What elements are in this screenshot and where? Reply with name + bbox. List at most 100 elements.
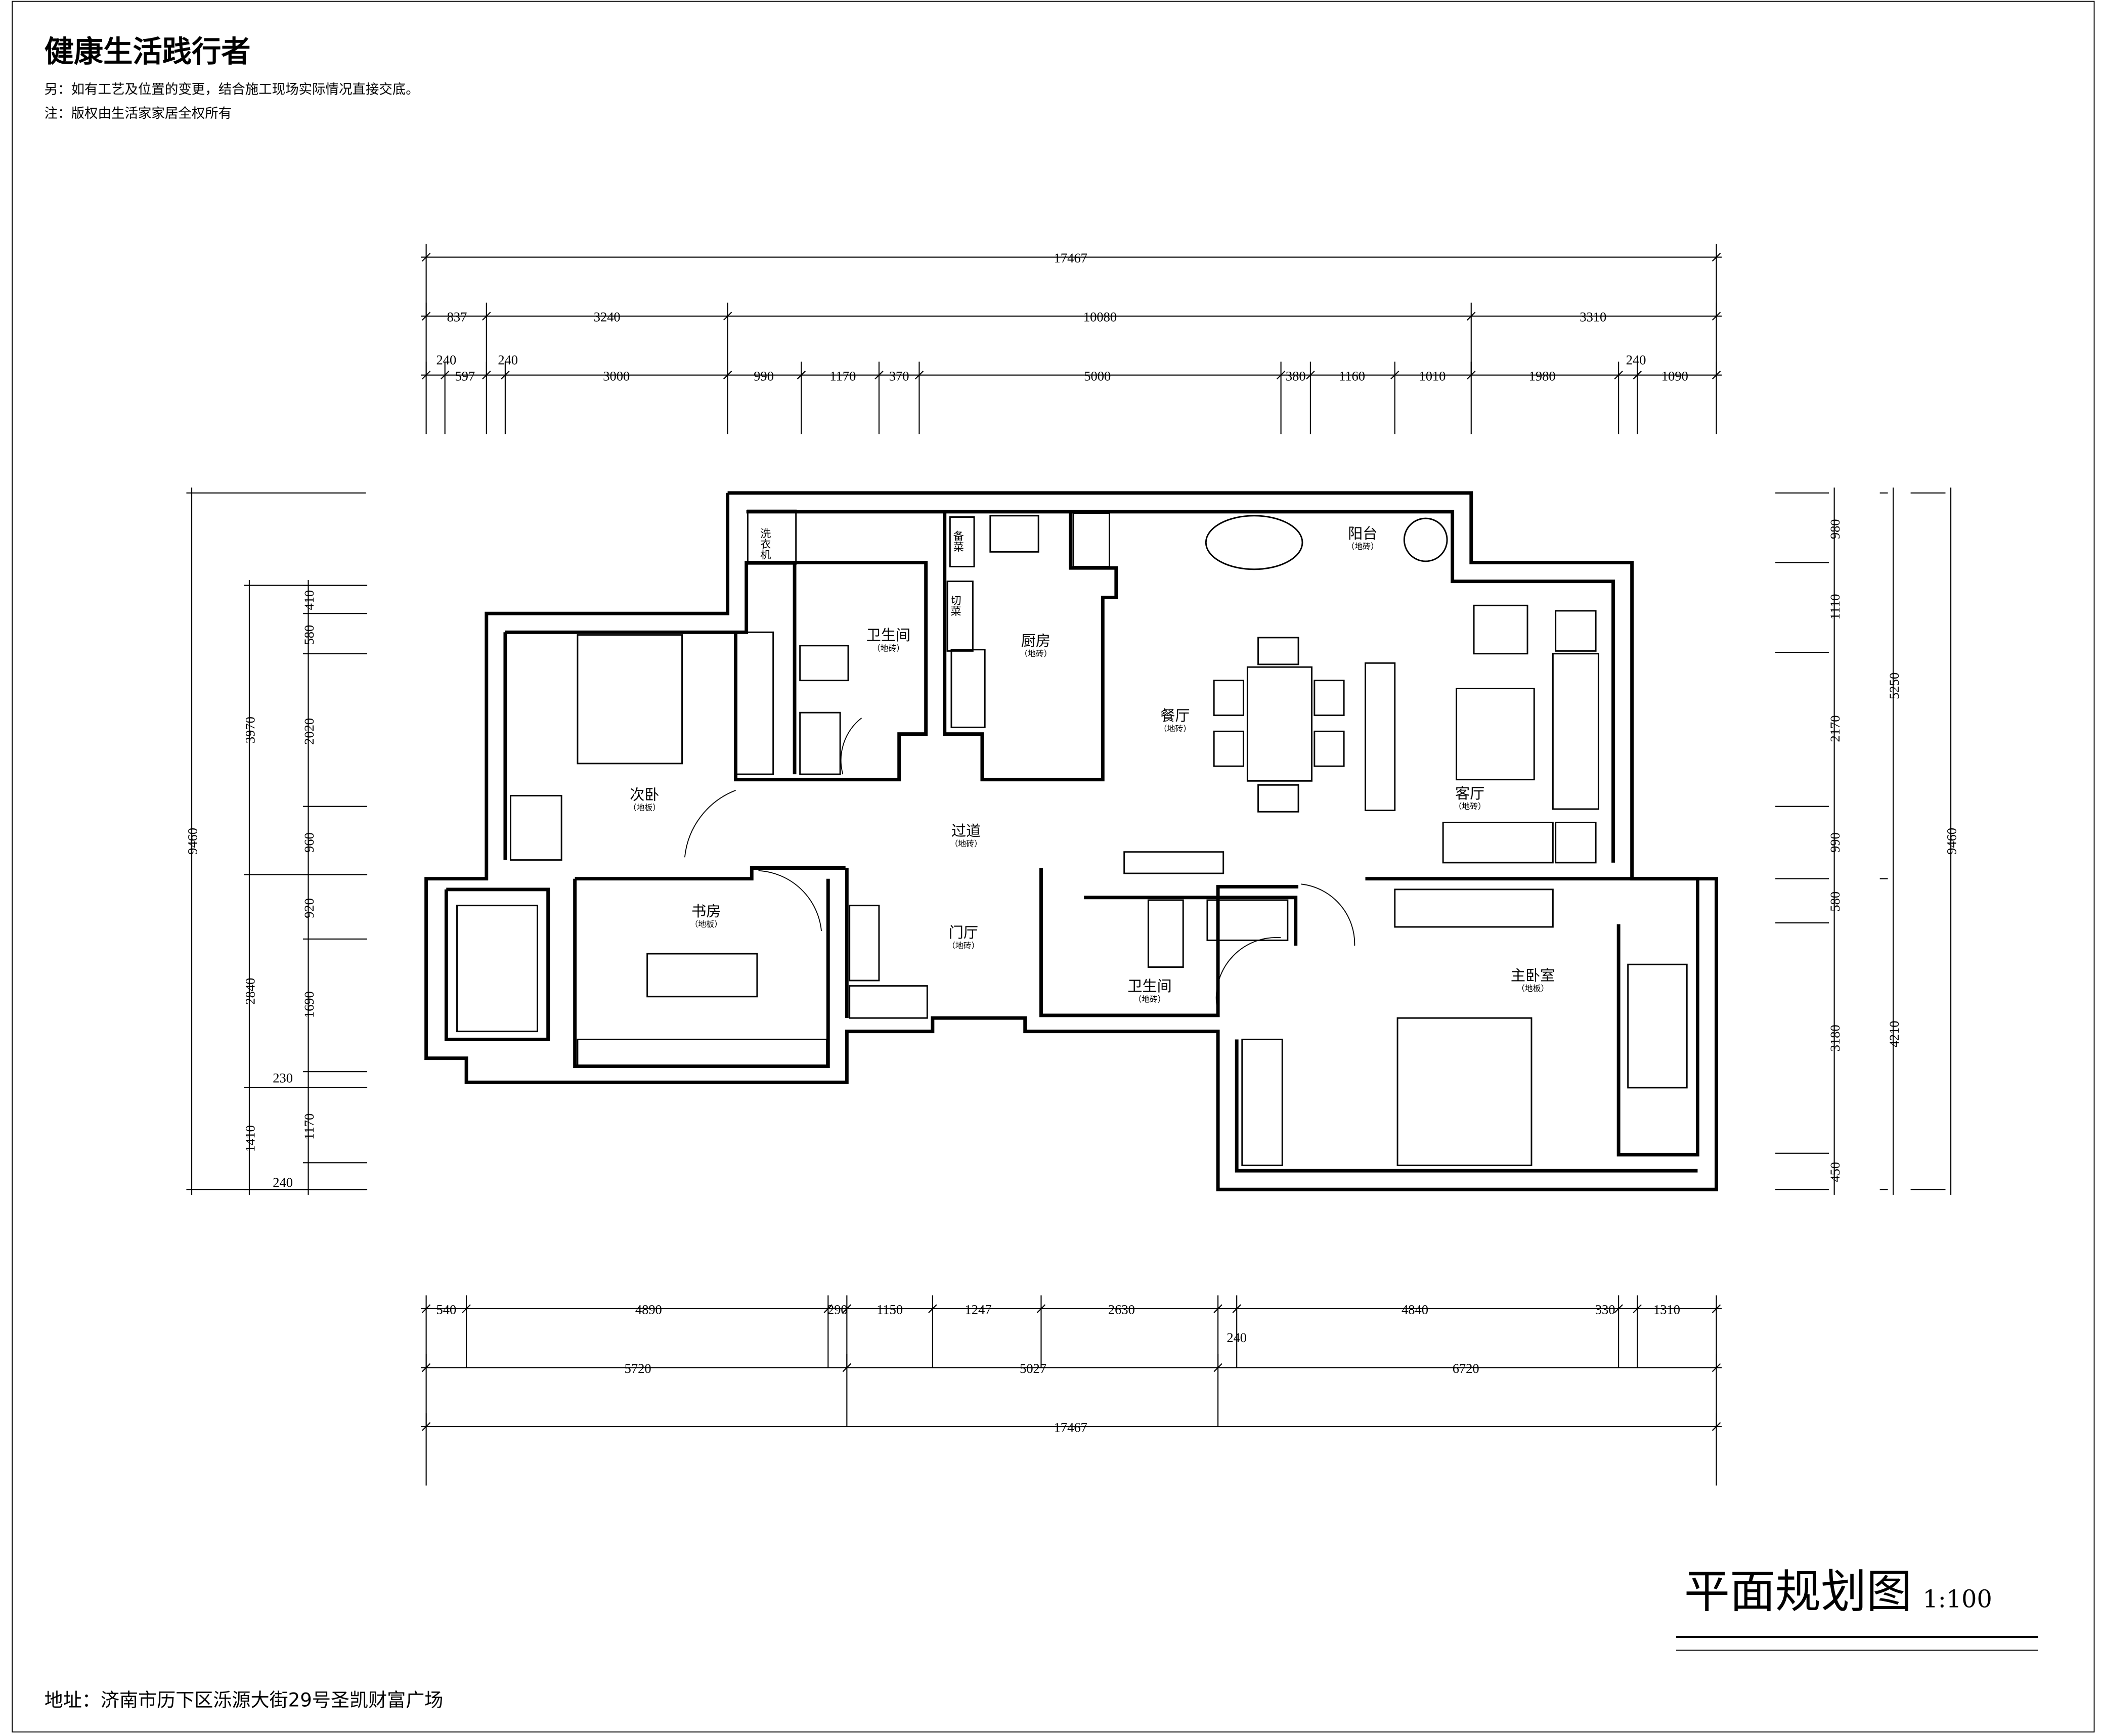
study-desk — [646, 953, 758, 998]
dimension-tick — [421, 371, 431, 380]
room-name: 卫生间 — [866, 627, 910, 644]
furniture: 洗衣机 备菜 切菜 — [456, 509, 1688, 1167]
room-name: 厨房 — [1021, 632, 1050, 649]
dimension-value: 5720 — [625, 1361, 651, 1376]
dimension-value: 1150 — [877, 1302, 903, 1317]
dimension-value: 540 — [436, 1302, 456, 1317]
dimension-value: 1160 — [1339, 368, 1365, 383]
kitchen-wall — [943, 511, 1118, 782]
desk-bedroom2 — [510, 795, 562, 861]
dimension-value: 370 — [889, 368, 909, 383]
room-name: 阳台 — [1348, 525, 1377, 542]
note-change: 另：如有工艺及位置的变更，结合施工现场实际情况直接交底。 — [45, 81, 419, 97]
dimension-value: 240 — [273, 1175, 293, 1190]
dimension-tick — [1306, 371, 1315, 380]
basin-1 — [799, 711, 841, 775]
room-floor-material: （地砖） — [1159, 724, 1192, 733]
door-bath1 — [840, 718, 862, 775]
dimension-tick — [874, 371, 884, 380]
dimension-tick — [482, 371, 491, 380]
lounge-chair — [1627, 963, 1688, 1089]
foyer-planter — [849, 905, 880, 982]
dimension-value: 2020 — [301, 718, 317, 745]
dimension-value: 240 — [436, 352, 456, 368]
room-name: 次卧 — [630, 786, 659, 803]
dimension-tick — [1467, 371, 1476, 380]
master-wall — [1365, 877, 1699, 1156]
dimension-tick — [421, 252, 431, 262]
room-floor-material: （地板） — [629, 803, 661, 813]
wardrobe-bedroom2 — [735, 631, 774, 775]
dimension-tick — [1712, 1422, 1721, 1431]
dimension-value: 3000 — [603, 368, 630, 383]
dimension-value: 3240 — [594, 309, 621, 325]
master-wardrobe — [1241, 1039, 1283, 1167]
master-tv-cabinet — [1394, 888, 1554, 928]
dimension-tick — [462, 1304, 471, 1313]
hallway-cabinet — [1123, 851, 1224, 874]
dimension-tick — [1614, 371, 1623, 380]
dimension-tick — [1276, 371, 1286, 380]
dimension-tick — [1712, 311, 1721, 321]
address: 地址：济南市历下区泺源大街29号圣凯财富广场 — [45, 1689, 444, 1711]
dimension-tick — [723, 371, 732, 380]
dimension-value: 380 — [1286, 368, 1306, 383]
dimension-tick — [1633, 371, 1642, 380]
dimension-value: 5250 — [1887, 673, 1902, 699]
master-inner — [1235, 1039, 1698, 1173]
room-floor-material: （地砖） — [872, 643, 905, 653]
bay-window — [444, 887, 550, 1042]
room-floor-material: （地砖） — [947, 941, 980, 950]
dimension-value: 4210 — [1887, 1020, 1902, 1047]
dimension-value: 6720 — [1453, 1361, 1479, 1376]
dimension-tick — [1712, 1363, 1721, 1372]
bed-2 — [577, 634, 683, 765]
kitchen-sink — [989, 515, 1039, 553]
coffee-table — [1456, 688, 1535, 781]
study-cabinet — [577, 1039, 828, 1067]
sofa-bench — [1442, 821, 1554, 864]
room-floor-material: （地板） — [1517, 984, 1549, 993]
dimension-value: 597 — [455, 368, 475, 383]
dimension-value: 17467 — [1054, 250, 1087, 265]
dimension-value: 9460 — [185, 828, 200, 855]
dimension-tick — [928, 1304, 937, 1313]
armchair — [1473, 604, 1528, 655]
dimension-tick — [440, 371, 450, 380]
dimension-value: 580 — [1827, 892, 1843, 912]
dimension-tick — [421, 1304, 431, 1313]
tv-cabinet — [1365, 662, 1396, 812]
brand-title: 健康生活践行者 — [45, 34, 251, 69]
prep-counter — [949, 516, 975, 567]
dining-table — [1246, 666, 1312, 782]
room-name: 客厅 — [1455, 785, 1484, 802]
tea-table-set — [456, 905, 538, 1033]
prep-label: 备菜 — [952, 530, 965, 552]
toilet-2 — [1147, 899, 1184, 968]
dimension-tick — [1614, 1304, 1623, 1313]
side-table — [1555, 610, 1597, 652]
dimension-value: 1247 — [965, 1302, 991, 1317]
dimension-value: 837 — [447, 309, 467, 325]
dimension-tick — [842, 1363, 852, 1372]
room-name: 过道 — [951, 822, 981, 839]
bath2-top — [1084, 896, 1298, 946]
cut-label: 切菜 — [949, 595, 961, 616]
dimension-tick — [1712, 252, 1721, 262]
dimension-value: 2170 — [1827, 716, 1843, 742]
dimension-tick — [421, 1422, 431, 1431]
dimension-value: 580 — [301, 625, 317, 645]
bath-bedroom-wall — [505, 561, 928, 782]
outer-wall — [424, 491, 1718, 1191]
bath2-wall — [1039, 868, 1299, 1017]
room-name: 书房 — [691, 903, 721, 920]
door-bath2 — [1215, 937, 1281, 1005]
door-bedroom2 — [684, 789, 736, 858]
basin-2 — [1206, 899, 1289, 941]
dimension-value: 1980 — [1529, 368, 1556, 383]
dimension-value: 920 — [301, 898, 317, 918]
dimension-tick — [823, 1304, 833, 1313]
dimension-tick — [797, 371, 806, 380]
room-floor-material: （地砖） — [1020, 649, 1052, 658]
potted-plant — [1403, 517, 1448, 562]
